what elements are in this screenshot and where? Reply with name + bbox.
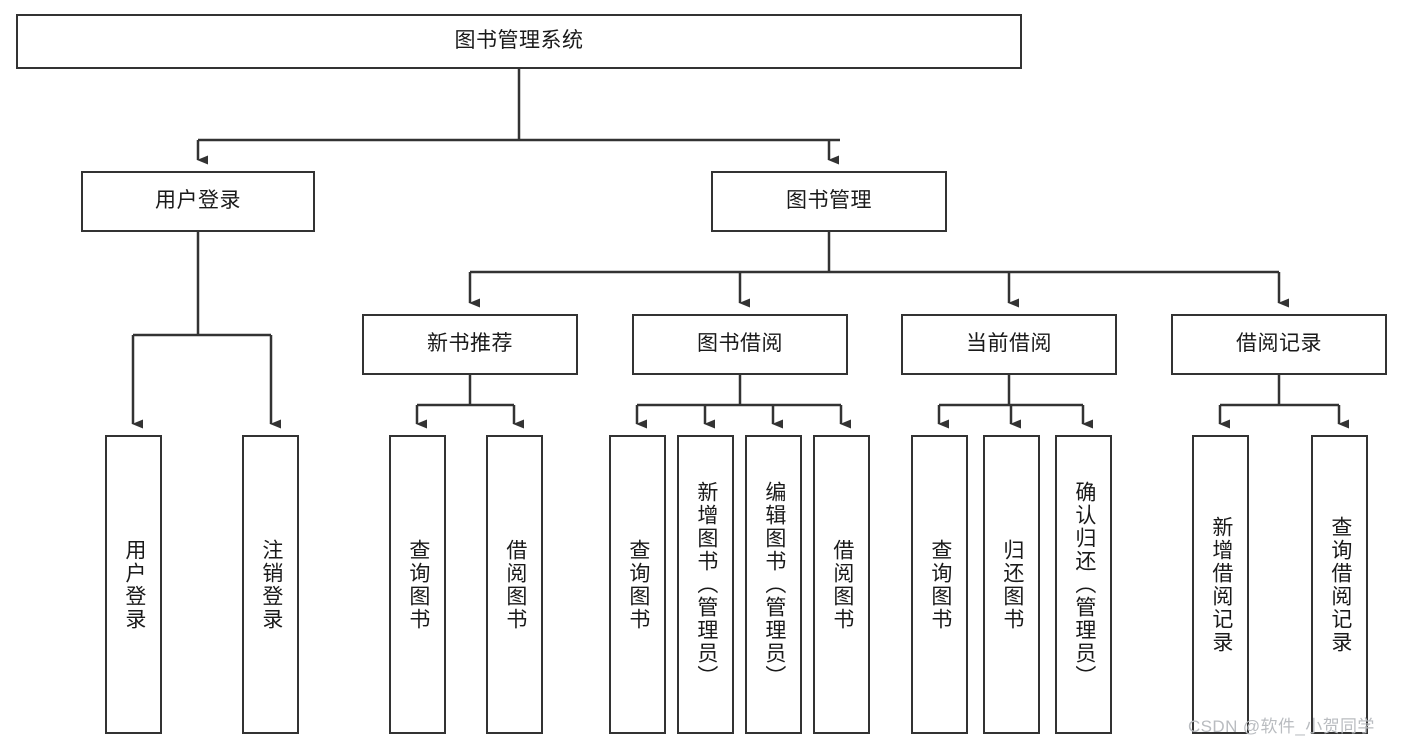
node-new-book-recommend[interactable]: 新书推荐 [362,314,578,375]
node-borrow-record-label: 借阅记录 [1236,332,1322,356]
node-current-borrow[interactable]: 当前借阅 [901,314,1117,375]
node-book-borrow[interactable]: 图书借阅 [632,314,848,375]
node-leaf-borrow-book-2-label: 借阅图书 [830,538,854,631]
node-leaf-query-record[interactable]: 查询借阅记录 [1311,435,1368,734]
node-leaf-query-book-2[interactable]: 查询图书 [609,435,666,734]
node-leaf-add-book[interactable]: 新增图书（管理员） [677,435,734,734]
node-leaf-confirm-return-label: 确认归还（管理员） [1072,481,1096,688]
node-leaf-edit-book[interactable]: 编辑图书（管理员） [745,435,802,734]
node-leaf-query-book-1[interactable]: 查询图书 [389,435,446,734]
node-leaf-borrow-book-1[interactable]: 借阅图书 [486,435,543,734]
connector-group-root [196,69,840,165]
node-leaf-return-book-label: 归还图书 [1000,538,1024,631]
node-leaf-return-book[interactable]: 归还图书 [983,435,1040,734]
connector-group-book-manage [468,232,1289,308]
node-leaf-add-record[interactable]: 新增借阅记录 [1192,435,1249,734]
node-book-manage[interactable]: 图书管理 [711,171,947,232]
node-borrow-record[interactable]: 借阅记录 [1171,314,1387,375]
csdn-watermark: CSDN @软件_小贺同学 [1188,717,1375,736]
node-root-system-label: 图书管理系统 [454,29,584,53]
node-leaf-add-record-label: 新增借阅记录 [1209,515,1233,654]
node-leaf-confirm-return[interactable]: 确认归还（管理员） [1055,435,1112,734]
node-leaf-borrow-book-2[interactable]: 借阅图书 [813,435,870,734]
node-root-system[interactable]: 图书管理系统 [16,14,1022,69]
connector-group-book-borrow [635,375,851,429]
node-leaf-add-book-label: 新增图书（管理员） [694,481,718,688]
node-leaf-query-book-3-label: 查询图书 [928,538,952,631]
connector-group-new-book-recommend [415,375,524,429]
connector-group-borrow-record [1218,375,1349,429]
node-current-borrow-label: 当前借阅 [966,332,1052,356]
node-user-login[interactable]: 用户登录 [81,171,315,232]
node-book-borrow-label: 图书借阅 [697,332,783,356]
node-leaf-query-book-3[interactable]: 查询图书 [911,435,968,734]
node-leaf-query-record-label: 查询借阅记录 [1328,515,1352,654]
node-user-login-label: 用户登录 [155,189,241,213]
connector-group-user-login [131,232,281,429]
node-leaf-borrow-book-1-label: 借阅图书 [503,538,527,631]
node-leaf-user-logout-label: 注销登录 [259,538,283,631]
node-leaf-edit-book-label: 编辑图书（管理员） [762,481,786,688]
node-leaf-user-login-label: 用户登录 [122,538,146,631]
node-book-manage-label: 图书管理 [786,189,872,213]
node-leaf-user-logout[interactable]: 注销登录 [242,435,299,734]
node-leaf-query-book-2-label: 查询图书 [626,538,650,631]
node-leaf-user-login[interactable]: 用户登录 [105,435,162,734]
connector-group-current-borrow [937,375,1093,429]
node-leaf-query-book-1-label: 查询图书 [406,538,430,631]
node-new-book-recommend-label: 新书推荐 [427,332,513,356]
